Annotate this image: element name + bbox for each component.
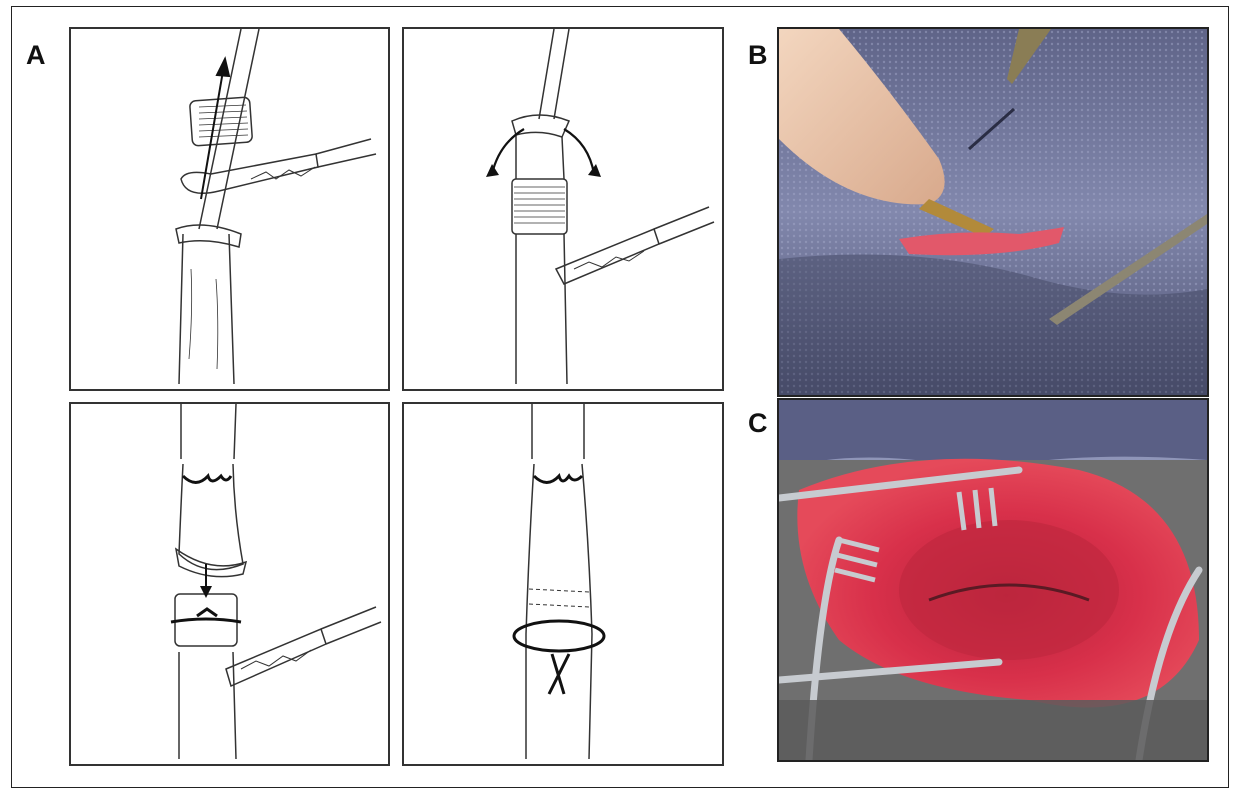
panel-c-image (779, 400, 1207, 760)
panel-label-b: B (748, 42, 768, 69)
panel-label-a: A (26, 42, 46, 69)
step-2-drawing (404, 29, 722, 389)
illustration-step-1 (69, 27, 390, 391)
step-3-drawing (71, 404, 388, 764)
illustration-step-4 (402, 402, 724, 766)
step-1-drawing (71, 29, 388, 389)
panel-label-c: C (748, 410, 768, 437)
photo-panel-b (777, 27, 1209, 397)
illustration-step-3 (69, 402, 390, 766)
step-4-drawing (404, 404, 722, 764)
illustration-step-2 (402, 27, 724, 391)
panel-b-image (779, 29, 1207, 395)
photo-panel-c (777, 398, 1209, 762)
